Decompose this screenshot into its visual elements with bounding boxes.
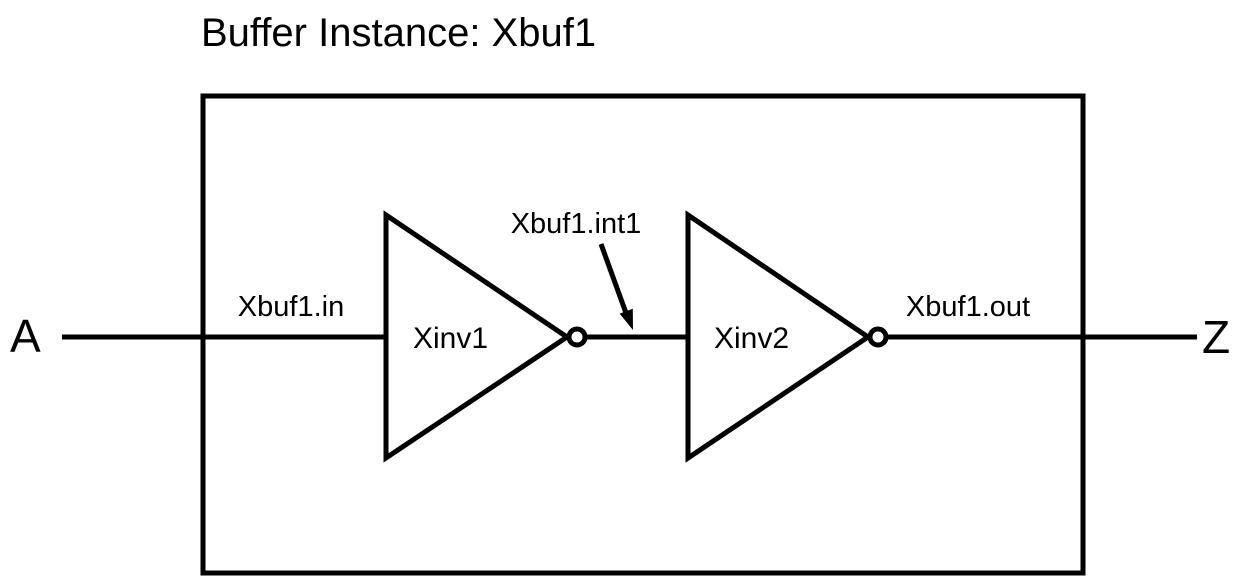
internal-net-arrow-shaft xyxy=(598,243,629,314)
inverter1-bubble xyxy=(566,326,588,348)
internal-net-label: Xbuf1.int1 xyxy=(511,208,642,240)
inverter1-label: Xinv1 xyxy=(413,322,488,355)
output-net-label: Xbuf1.out xyxy=(906,291,1030,323)
inverter2-label: Xinv2 xyxy=(714,322,789,355)
inverter2-symbol xyxy=(685,210,873,463)
internal-net-arrowhead-icon xyxy=(619,308,633,330)
internal-net-arrow xyxy=(598,243,633,330)
inverter2-bubble xyxy=(867,326,889,348)
output-port-label: Z xyxy=(1202,311,1230,363)
inverter1-symbol xyxy=(383,210,572,463)
input-port-label: A xyxy=(10,310,41,362)
diagram-title: Buffer Instance: Xbuf1 xyxy=(201,11,596,55)
input-net-label: Xbuf1.in xyxy=(238,291,344,323)
